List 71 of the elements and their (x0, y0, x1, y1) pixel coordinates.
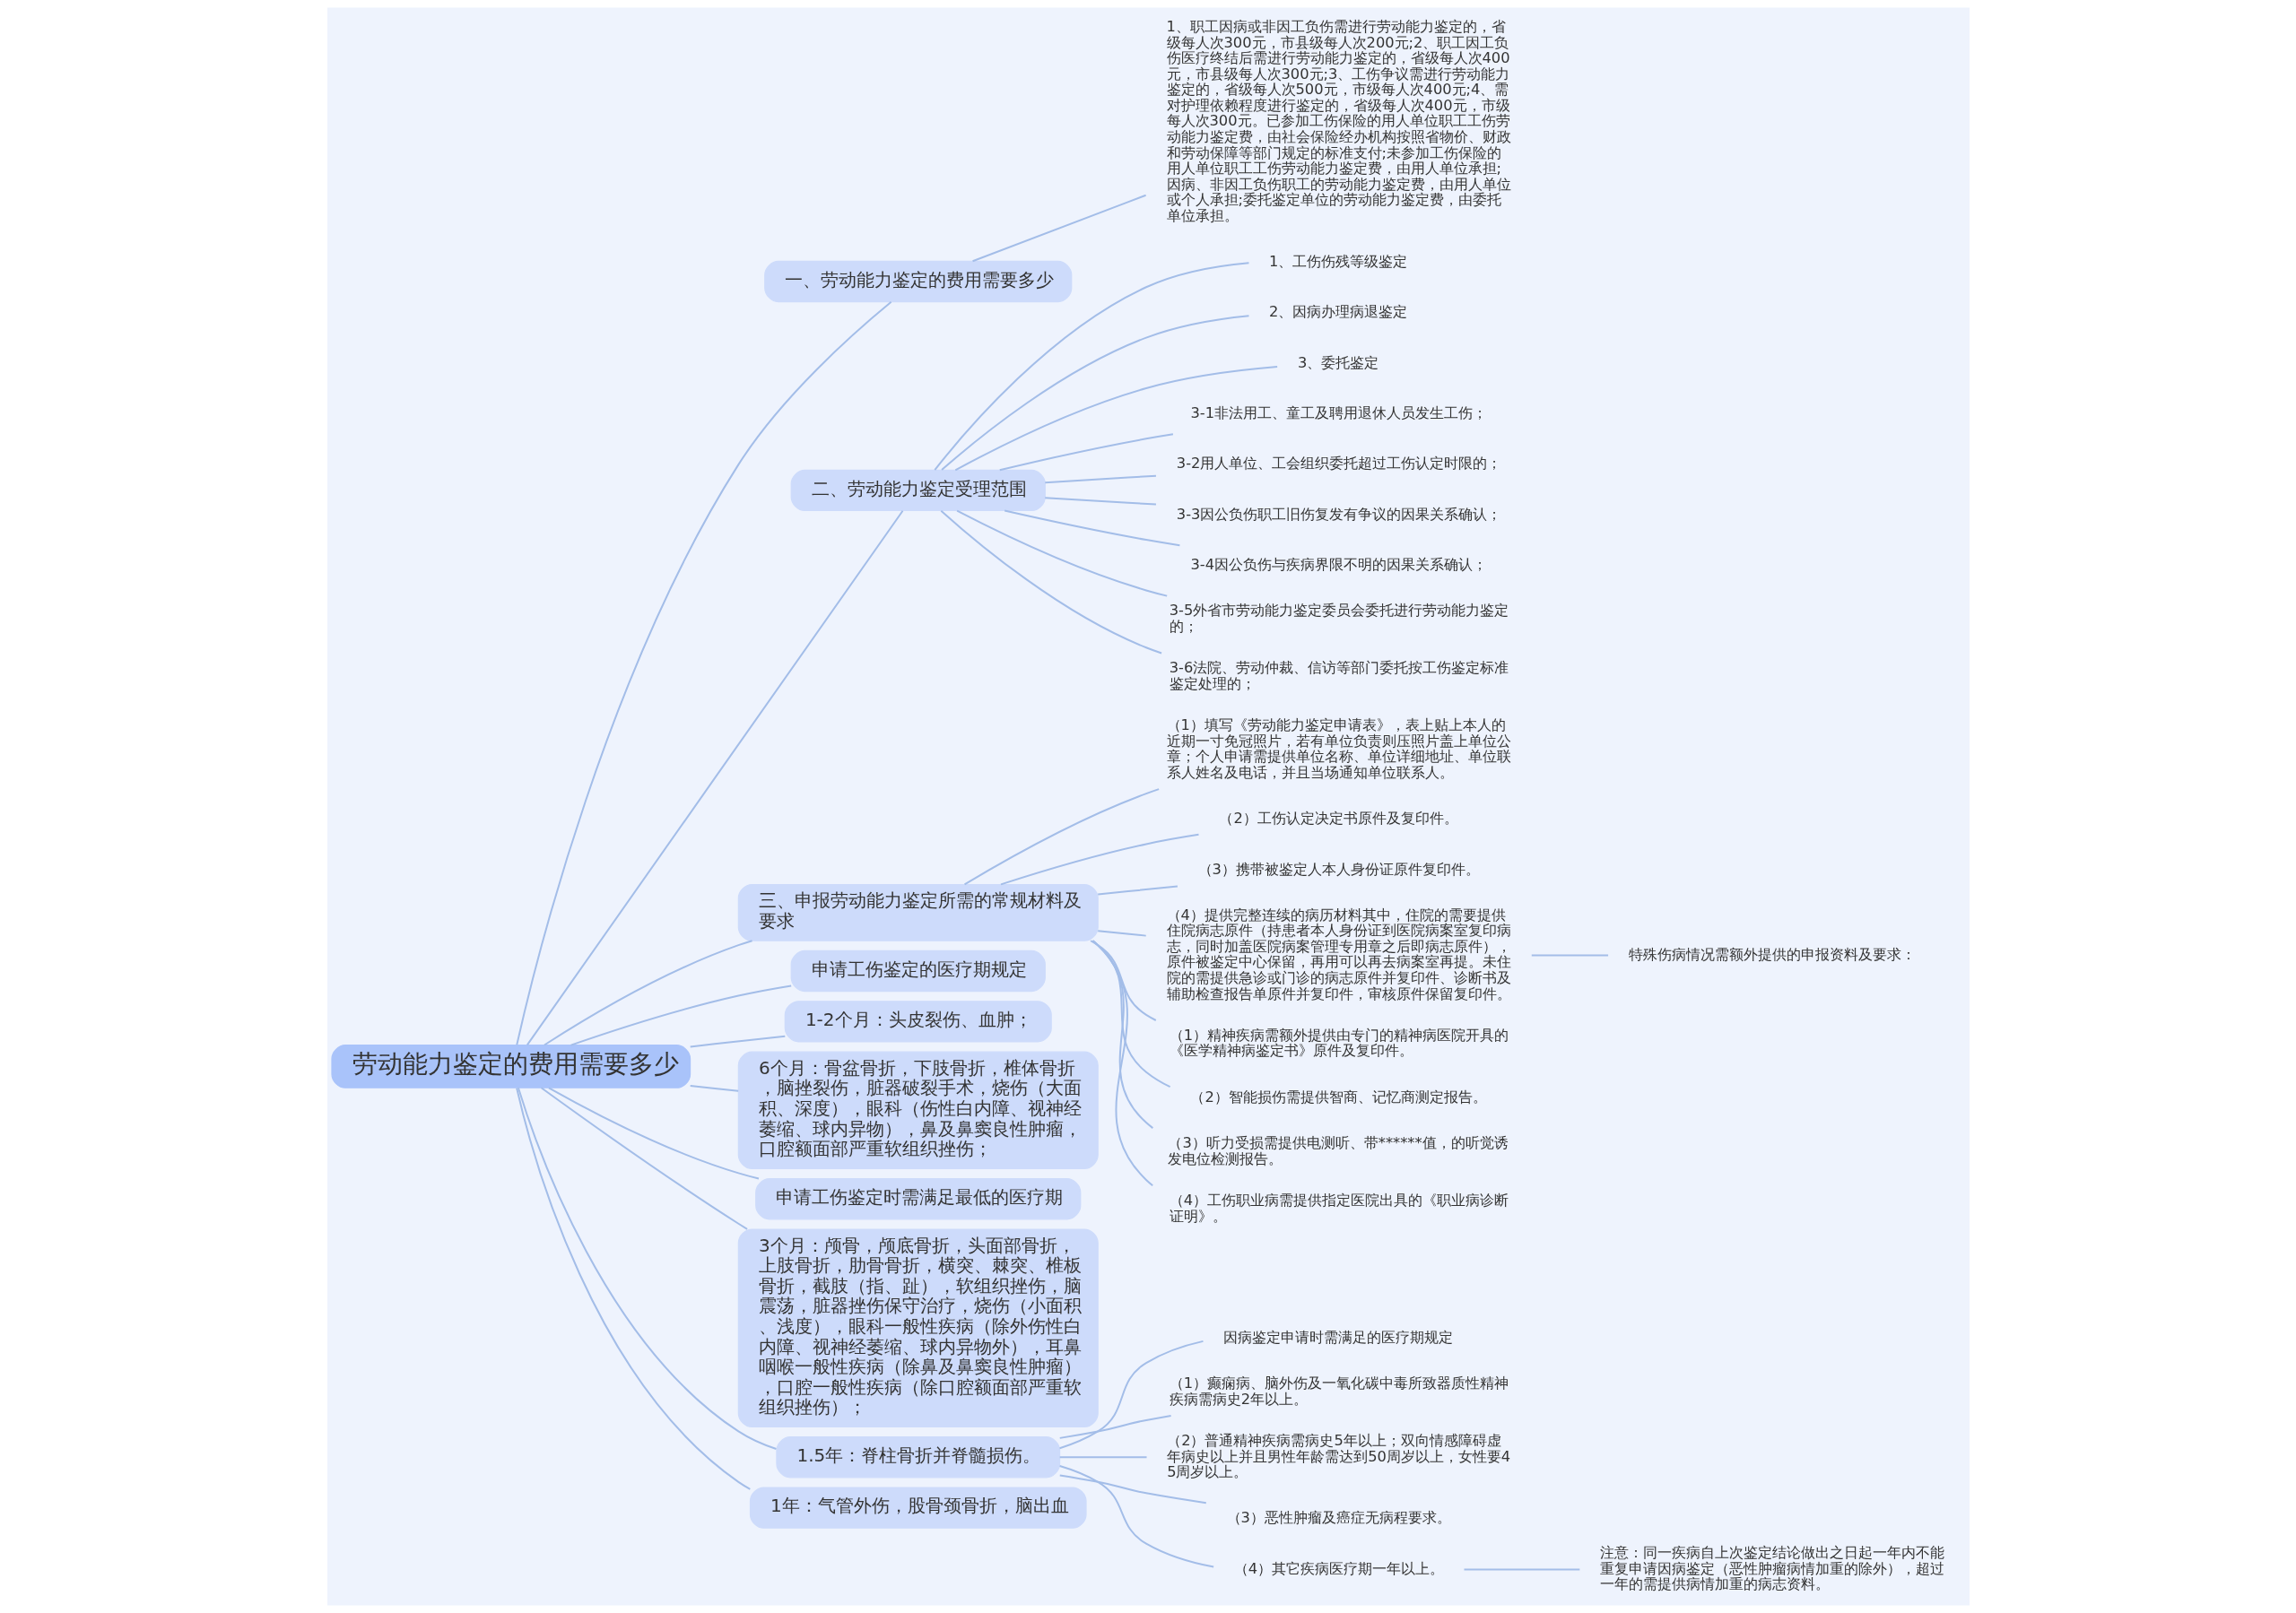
connector (998, 433, 1174, 472)
connector (1043, 474, 1157, 484)
node-text: （4）提供完整连续的病历材料其中，住院的需要提供住院病志原件（持患者本人身份证到医院病案室复印病志，同时加盖医院病案管理专用章之后即病志原件），原件被鉴定中心保留，再用可以再去病案室再提。未住院的需提供急诊或门诊的病志原件并复印件、诊断书及辅助检查报告单原件并复印件，审核原件保留复印件。 (1166, 906, 1511, 1002)
node-text: （2）智能损伤需提供智商、记忆商测定报告。 (1189, 1088, 1487, 1106)
node-text: （1）精神疾病需额外提供由专门的精神病医院开具的《医学精神病鉴定书》原件及复印件。 (1169, 1026, 1509, 1060)
node-text: 1、工伤伤残等级鉴定 (1268, 252, 1407, 270)
node-text: 3-5外省市劳动能力鉴定委员会委托进行劳动能力鉴定的； (1169, 602, 1509, 635)
node-box: 1.5年：脊柱骨折并脊髓损伤。 (775, 1436, 1060, 1479)
node-box: 劳动能力鉴定的费用需要多少 (330, 1045, 691, 1088)
node-text: 因病鉴定申请时需满足的医疗期规定 (1222, 1328, 1453, 1346)
connector (939, 509, 1162, 655)
node-text: 3-6法院、劳动仲裁、信访等部门委托按工伤鉴定标准鉴定处理的； (1169, 659, 1509, 692)
connector (1091, 940, 1171, 1088)
connector (1530, 954, 1609, 957)
connector (1058, 1465, 1214, 1568)
connector (963, 788, 1160, 886)
connector (1089, 940, 1157, 1021)
node-text: 3、委托鉴定 (1297, 353, 1378, 371)
node-text: 2、因病办理病退鉴定 (1268, 303, 1407, 321)
node-box: 6个月：骨盆骨折，下肢骨折，椎体骨折，脑挫裂伤，脏器破裂手术，烧伤（大面积、深度），眼科（伤性白内障、视神经萎缩、球内异物），鼻及鼻窦良性肿瘤，口腔额面部严重软组织挫伤； (737, 1051, 1099, 1170)
node-text: （1）癫痫病、脑外伤及一氧化碳中毒所致器质性精神疾病需病史2年以上。 (1169, 1375, 1509, 1408)
connector (953, 366, 1278, 472)
connector (1058, 1414, 1172, 1439)
connector (689, 1035, 786, 1048)
connector (1058, 1340, 1204, 1450)
node-box: 申请工伤鉴定时需满足最低的医疗期 (754, 1178, 1081, 1220)
node-box: 1-2个月：头皮裂伤、血肿； (784, 1001, 1052, 1043)
connector (517, 1087, 777, 1451)
node-box: 申请工伤鉴定的医疗期规定 (790, 950, 1046, 993)
node-text: （1）填写《劳动能力鉴定申请表》，表上贴上本人的近期一寸免冠照片，若有单位负责则压照片盖上单位公章；个人申请需提供单位名称、单位详细地址、单位联系人姓名及电话，并且当场通知单位联系人。 (1166, 716, 1511, 781)
connector (1043, 497, 1157, 506)
node-text: 特殊伤病情况需额外提供的申报资料及要求： (1628, 945, 1916, 963)
node-text: （2）工伤认定决定书原件及复印件。 (1218, 810, 1458, 828)
node-text: 注意：同一疾病自上次鉴定结论做出之日起一年内不能重复申请因病鉴定（恶性肿瘤病情加重的除外），超过一年的需提供病情加重的病志资料。 (1599, 1544, 1944, 1593)
connector (1463, 1568, 1580, 1571)
connector (570, 984, 792, 1046)
connector (971, 194, 1147, 263)
node-box: 3个月：颅骨，颅底骨折，头面部骨折，上肢骨折，肋骨骨折，横突、棘突、椎板骨折，截肢（指、趾），软组织挫伤，脑震荡，脏器挫伤保守治疗，烧伤（小面积、浅度），眼科一般性疾病（除外伤性白内障、视神经萎缩、球内异物外），耳鼻咽喉一般性疾病（除鼻及鼻窦良性肿瘤），口腔一般性疾病（除口腔额面部严重软组织挫伤）； (737, 1228, 1099, 1428)
node-text: 1、职工因病或非因工负伤需进行劳动能力鉴定的，省级每人次300元，市县级每人次200元;2、职工因工负伤医疗终结后需进行劳动能力鉴定的，省级每人次400元，市县级每人次300元;3、工伤争议需进行劳动能力鉴定的，省级每人次500元，市级每人次400元;4、需对护理依赖程度进行鉴定的，省级每人次400元，市级每人次300元。已参加工伤保险的用人单位职工工伤劳动能力鉴定费，由社会保险经办机构按照省物价、财政和劳动保障等部门规定的标准支付;未参加工伤保险的用人单位职工工伤劳动能力鉴定费，由用人单位承担;因病、非因工负伤职工的劳动能力鉴定费，由用人单位或个人承担;委托鉴定单位的劳动能力鉴定费，由委托单位承担。 (1166, 18, 1511, 224)
connector (515, 300, 892, 1046)
node-text: 3-2用人单位、工会组织委托超过工伤认定时限的； (1176, 455, 1501, 473)
node-box: 一、劳动能力鉴定的费用需要多少 (763, 260, 1072, 303)
connector (1096, 885, 1178, 896)
node-box: 三、申报劳动能力鉴定所需的常规材料及要求 (737, 883, 1099, 941)
node-text: 3-3因公负伤职工旧伤复发有争议的因果关系确认； (1176, 505, 1501, 523)
node-text: （4）工伤职业病需提供指定医院出具的《职业病诊断证明》。 (1169, 1191, 1509, 1225)
connector (999, 833, 1199, 886)
node-text: 3-4因公负伤与疾病界限不明的因果关系确认； (1189, 556, 1487, 574)
node-box: 1年：气管外伤，股骨颈骨折，脑出血 (749, 1487, 1087, 1529)
connector (1091, 940, 1153, 1130)
connector (1003, 509, 1180, 547)
connector (515, 1087, 751, 1490)
connector (1091, 940, 1153, 1187)
connector (940, 315, 1249, 472)
connector (547, 1087, 760, 1180)
node-text: （3）恶性肿瘤及癌症无病程要求。 (1226, 1509, 1451, 1527)
node-text: （3）听力受损需提供电测听、带******值，的听觉诱发电位检测报告。 (1167, 1134, 1509, 1167)
connector (540, 1087, 748, 1230)
node-text: （3）携带被鉴定人本人身份证原件复印件。 (1197, 860, 1480, 878)
connector (1096, 930, 1147, 937)
connector (1058, 1474, 1207, 1505)
node-box: 二、劳动能力鉴定受理范围 (790, 469, 1046, 512)
connector (689, 1084, 739, 1092)
connector (543, 940, 753, 1046)
node-text: （4）其它疾病医疗期一年以上。 (1233, 1559, 1444, 1577)
connector (933, 262, 1249, 472)
connector (526, 509, 903, 1046)
connector (1058, 1456, 1147, 1459)
node-text: 3-1非法用工、童工及聘用退休人员发生工伤； (1189, 404, 1487, 422)
node-text: （2）普通精神疾病需病史5年以上；双向情感障碍虚年病史以上并且男性年龄需达到50周岁以上，女性要45周岁以上。 (1166, 1431, 1510, 1481)
connector (955, 509, 1168, 597)
